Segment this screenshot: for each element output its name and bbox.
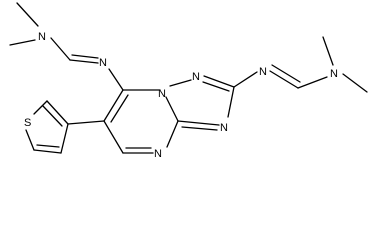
bond-methyl-right (342, 73, 368, 93)
bond-methyl-top-left (16, 2, 39, 27)
bond-thio-c5-c4-a (33, 149, 62, 154)
bond-c7-c6-a (103, 89, 124, 122)
atom-n-triazole-right: N (220, 122, 228, 134)
bond-n-ch-left (50, 37, 71, 61)
bond-ch-n-double-left-b (71, 54, 99, 59)
bond-thio-c3-c2-b (42, 105, 63, 127)
bond-c6-c5 (103, 120, 124, 154)
bond-thio-c3-c2-a (46, 100, 69, 125)
bond-n8-n1 (169, 79, 192, 87)
bond-c7-c6-b (110, 94, 129, 123)
bond-c3a-n8 (165, 96, 179, 122)
atom-n-dimethylamino-left: N (38, 31, 46, 43)
atom-s-thiophene: S (24, 117, 31, 129)
bond-n3-c3a-b (181, 126, 218, 131)
atom-n-bridgehead: N (158, 88, 166, 100)
atom-n-imine-left: N (99, 57, 107, 69)
bond-imine-ch-double-a (269, 70, 299, 89)
bond-n3-c3a-a (177, 120, 220, 126)
bond-imine-ch-double-b (271, 64, 301, 83)
atom-n-imine-right: N (259, 66, 267, 78)
bond-c2-imine-right (233, 71, 258, 88)
bond-c6-thiophene (67, 120, 105, 125)
chemical-structure: N N N N N N N N S (9, 2, 368, 160)
bond-ch-n-right (297, 76, 328, 89)
bond-n4-c3a (166, 120, 179, 148)
bond-thio-c5-c4-b (36, 144, 60, 148)
atom-n-dimethylamino-right: N (330, 68, 338, 80)
atom-n-triazole-top: N (192, 71, 200, 83)
bond-ch-n-double-left-a (69, 59, 99, 64)
bond-methyl-left (9, 39, 36, 46)
bond-n1-c2-b (202, 81, 230, 92)
bond-thio-c2-s (33, 100, 48, 115)
atom-n-pyrimidine: N (154, 148, 162, 160)
bond-methyl-top-right (322, 36, 334, 66)
bond-thio-c4-c3 (60, 123, 69, 154)
bond-c2-n3 (227, 86, 235, 118)
bond-n1-c2-a (203, 75, 235, 88)
bond-thio-s-c5 (25, 129, 35, 151)
bond-imine-left-to-ring (108, 68, 124, 91)
